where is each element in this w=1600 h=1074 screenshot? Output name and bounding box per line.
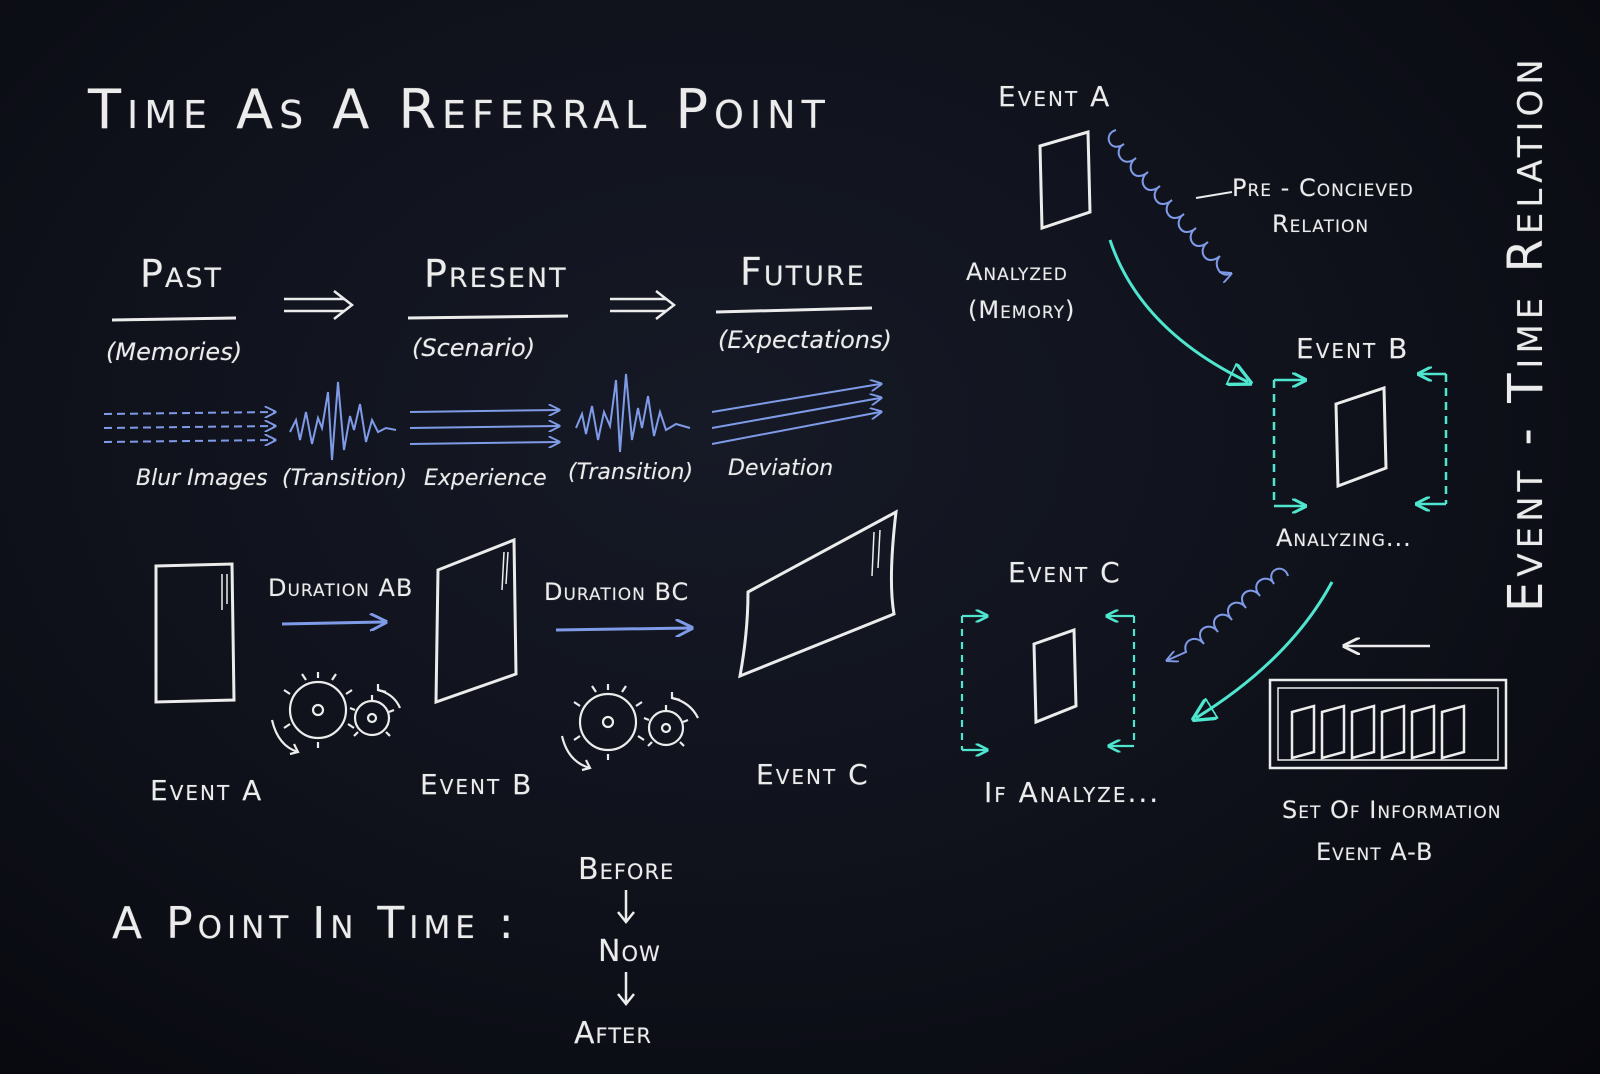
stage-past-sub: (Memories) [106,338,243,366]
event-b-frame [434,537,518,705]
present-underline [407,314,569,320]
double-arrow-present-future [610,290,677,320]
event-a-frame [154,562,236,704]
duration-bc-label: Duration BC [544,578,690,606]
stage-future-caption: Deviation [728,456,834,481]
stage-present-sub: (Scenario) [412,334,536,362]
sequence-now: Now [598,934,661,969]
event-b-label: Event B [420,768,534,801]
event-a-label: Event A [150,774,264,807]
relation-event-c-label: Event C [1008,556,1122,589]
stage-past-heading: Past [140,252,224,296]
stage-past-caption: Blur Images [136,466,268,491]
sequence-after: After [574,1016,652,1051]
page-title: Time As A Referral Point [88,78,831,141]
past-underline [111,316,237,322]
transition-wave-1 [289,381,397,461]
set-info-label-line1: Set Of Information [1282,796,1502,824]
preconceived-label-line2: Relation [1272,210,1370,238]
stage-present-heading: Present [424,252,568,296]
relation-event-b-frame [1334,385,1388,489]
sequence-arrows [617,890,635,1007]
preconceived-spiral [1107,129,1230,275]
event-b-bracket [1272,374,1448,506]
blur-images-dashed-arrows [103,412,274,442]
analyzing-spiral [1168,567,1289,660]
event-c-label: Event C [756,758,870,791]
if-analyze-label: If Analyze... [984,776,1161,809]
transition-wave-2 [575,373,691,453]
double-arrow-past-present [284,290,355,320]
deviation-arrows [711,384,880,445]
experience-arrows [409,410,558,444]
sequence-before: Before [578,852,675,887]
transition-label-2: (Transition) [568,460,694,485]
event-c-bracket [960,616,1136,750]
preconceived-pointer [1195,191,1233,199]
analyzed-label-line2: (Memory) [968,296,1076,324]
preconceived-label-line1: Pre - Concieved [1232,174,1414,202]
set-info-label-line2: Event A-B [1316,838,1434,866]
duration-bc-arrow [555,628,690,630]
set-of-information-box [1268,678,1508,770]
stage-present-caption: Experience [424,466,547,491]
analyzed-label-line1: Analyzed [966,258,1068,286]
stage-future-heading: Future [740,250,866,294]
gears-ab-icon [270,672,402,756]
relation-vertical-title: Event - Time Relation [1498,54,1554,612]
relation-event-b-label: Event B [1296,332,1410,365]
future-underline [715,306,873,314]
event-c-frame [738,509,898,679]
analyzed-arrow-b-to-c [1196,581,1334,718]
point-in-time-label: A Point In Time : [112,898,519,949]
duration-ab-label: Duration AB [268,574,414,602]
stage-future-sub: (Expectations) [718,326,892,354]
gears-bc-icon [560,684,699,772]
duration-ab-arrow [281,622,384,624]
transition-label-1: (Transition) [282,466,408,491]
relation-event-a-frame [1038,130,1092,231]
analyzed-arrow-a-to-b [1108,239,1248,382]
relation-event-a-label: Event A [998,80,1112,113]
relation-event-c-frame [1032,627,1078,725]
analyzing-label: Analyzing... [1276,524,1412,552]
